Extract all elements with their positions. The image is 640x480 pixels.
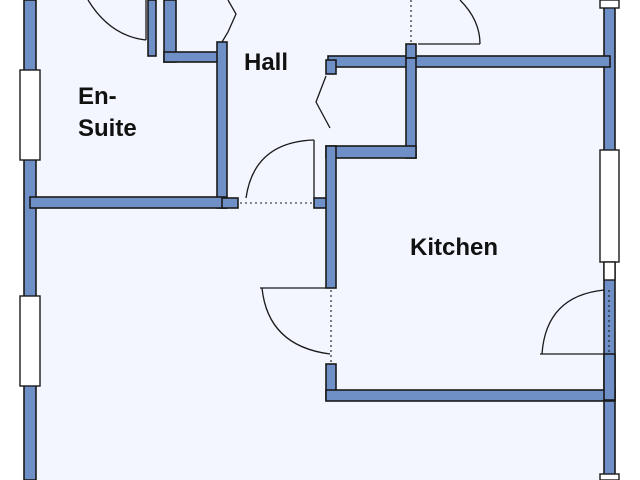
hall-top-door-swing xyxy=(221,0,237,43)
en-suite-right-wall xyxy=(216,41,228,209)
room-label-en-suite-line2: Suite xyxy=(78,115,137,142)
floor-area xyxy=(30,0,610,480)
kitchen-notch-wall-horizontal xyxy=(325,145,417,159)
en-suite-bottom-wall xyxy=(29,196,227,209)
doors xyxy=(87,0,610,362)
hall-top-wall-end xyxy=(325,59,337,75)
kitchen-right-door-jamb xyxy=(603,353,616,401)
kitchen-right-door-arc xyxy=(541,289,605,355)
window-kitchen xyxy=(599,149,620,263)
windows xyxy=(19,0,620,480)
hall-side-door-swing xyxy=(315,75,331,129)
hall-top-wall xyxy=(327,55,611,68)
hall-passage-door-arc xyxy=(245,139,315,199)
window-kitchen-end-cap xyxy=(603,261,616,281)
window-bedroom xyxy=(19,295,41,387)
kitchen-left-wall-upper xyxy=(325,145,337,289)
room-label-hall: Hall xyxy=(244,49,288,76)
hall-door-jamb-left xyxy=(221,197,239,209)
upper-door-arc xyxy=(459,0,481,45)
upper-door-jamb xyxy=(405,43,417,59)
outside-area xyxy=(616,0,640,480)
window-en-suite xyxy=(19,69,41,161)
en-suite-door-arc xyxy=(87,0,147,41)
window-bottom-right xyxy=(599,473,620,480)
kitchen-bottom-wall xyxy=(325,389,616,402)
room-label-kitchen: Kitchen xyxy=(410,234,498,261)
room-label-en-suite-line1: En- xyxy=(78,83,117,110)
kitchen-left-door-arc xyxy=(261,287,331,355)
kitchen-notch-wall-vertical xyxy=(405,57,417,159)
en-suite-top-stub-left xyxy=(147,0,157,57)
window-top-right xyxy=(599,0,620,9)
